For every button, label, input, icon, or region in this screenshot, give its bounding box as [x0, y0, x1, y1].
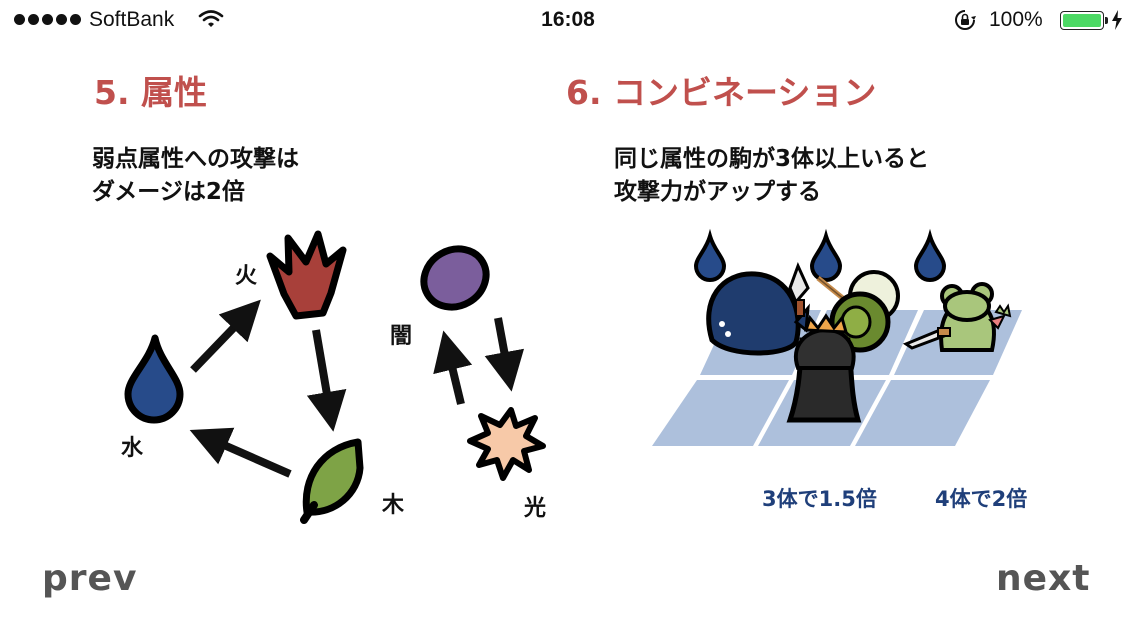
- label-dark: 闇: [390, 324, 413, 349]
- label-water: 水: [121, 436, 144, 461]
- battery-percent: 100%: [989, 8, 1043, 31]
- water-drop-icon: [693, 228, 727, 282]
- signal-strength-icon: [14, 14, 81, 25]
- frog-piece: [939, 282, 1012, 352]
- label-fire: 火: [235, 264, 258, 289]
- wifi-icon: [198, 9, 224, 35]
- clock-time: 16:08: [541, 8, 595, 31]
- arrow-dark-to-light: [484, 317, 525, 392]
- label-wood: 木: [382, 493, 405, 518]
- bonus-four-pieces: 4体で2倍: [935, 487, 1028, 511]
- attribute-desc-line1: 弱点属性への攻撃は: [92, 146, 299, 172]
- board-cell: [652, 380, 789, 446]
- arrow-wood-to-water: [189, 427, 292, 478]
- water-drop-icon: [124, 334, 184, 424]
- status-bar: SoftBank 16:08 100%: [0, 0, 1136, 40]
- section-title-combination: 6. コンビネーション: [566, 73, 877, 112]
- prev-button[interactable]: prev: [42, 558, 138, 599]
- battery-tip: [1105, 17, 1108, 24]
- section-title-attributes: 5. 属性: [94, 73, 207, 112]
- rotation-lock-icon: [953, 9, 977, 37]
- leaf-icon: [300, 438, 364, 524]
- arrow-light-to-dark: [433, 330, 473, 405]
- attribute-desc-line2: ダメージは2倍: [92, 179, 245, 205]
- charging-bolt-icon: [1111, 10, 1123, 36]
- arrow-fire-to-wood: [306, 329, 347, 432]
- combination-description: 同じ属性の駒が3体以上いると 攻撃力がアップする: [614, 143, 929, 209]
- whale-piece: [706, 271, 810, 356]
- combination-desc-line1: 同じ属性の駒が3体以上いると: [614, 146, 930, 172]
- arrow-water-to-fire: [190, 299, 261, 373]
- light-burst-icon: [467, 407, 546, 481]
- water-drop-icon: [809, 228, 843, 282]
- next-button[interactable]: next: [996, 558, 1091, 599]
- carrier-name: SoftBank: [89, 8, 175, 31]
- label-light: 光: [524, 496, 547, 521]
- sword-icon: [902, 327, 951, 350]
- combination-desc-line2: 攻撃力がアップする: [614, 179, 821, 205]
- board-cell: [855, 380, 990, 446]
- leader-piece: [786, 313, 862, 423]
- bonus-three-pieces: 3体で1.5倍: [762, 487, 877, 511]
- knife-icon: [788, 262, 810, 317]
- turtle-piece: [816, 270, 900, 353]
- dark-orb-icon: [420, 245, 490, 311]
- water-drop-icon: [913, 228, 947, 282]
- attribute-description: 弱点属性への攻撃は ダメージは2倍: [92, 143, 299, 209]
- fire-icon: [266, 230, 347, 320]
- battery-icon: [1060, 11, 1104, 30]
